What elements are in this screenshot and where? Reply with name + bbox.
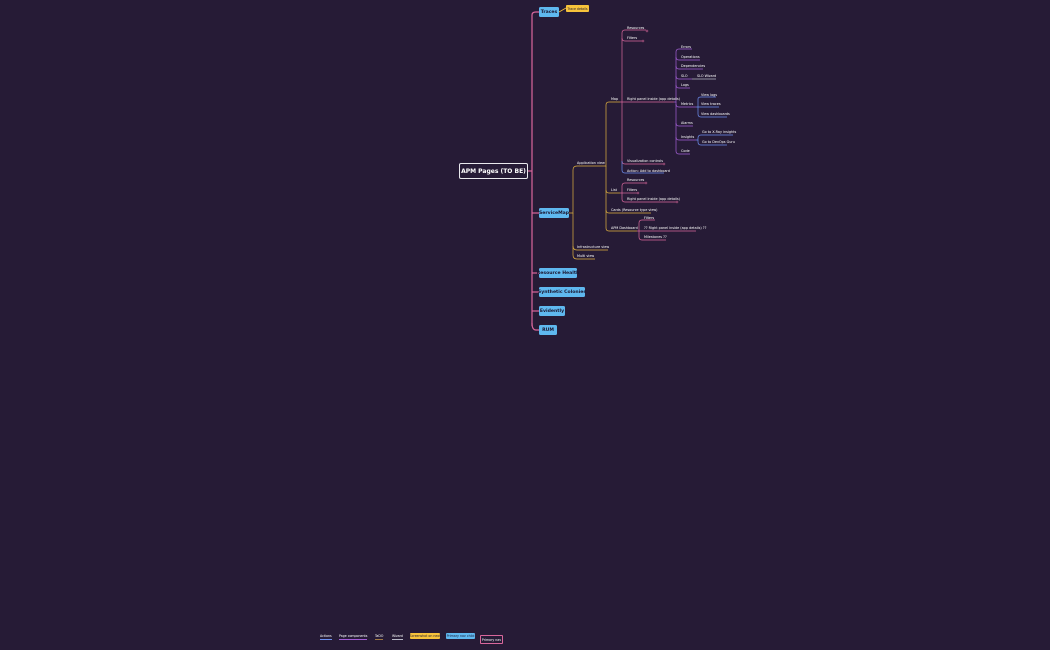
- node-errors[interactable]: Errors: [681, 45, 692, 49]
- connector-metrics-trunk: [696, 96, 716, 108]
- node-right-panel-map[interactable]: Right panel inside (app details): [627, 97, 681, 101]
- collapse-handle: [636, 191, 640, 195]
- node-map[interactable]: Map: [611, 97, 619, 101]
- node-filters-3[interactable]: Filters: [644, 216, 655, 220]
- node-right-panel-list[interactable]: Right panel inside (app details): [627, 197, 681, 201]
- legend-primary-nav-child: Primary nav child: [446, 633, 475, 639]
- connector-list-trunk: [620, 182, 645, 194]
- node-application-view[interactable]: Application view: [577, 161, 605, 165]
- node-evidently[interactable]: Evidently: [539, 306, 565, 316]
- legend-actions: Actions: [320, 634, 332, 640]
- connector-rp-trunk: [674, 48, 692, 103]
- node-code[interactable]: Code: [681, 149, 690, 153]
- node-go-xray[interactable]: Go to X-Ray insights: [702, 130, 737, 134]
- node-apm-dashboard[interactable]: APM Dashboard: [611, 226, 638, 230]
- connector-sm-trunk: [569, 165, 604, 214]
- connector-map-lower: [621, 102, 663, 165]
- node-multi-view[interactable]: Multi view: [577, 254, 595, 258]
- node-go-devops[interactable]: Go to DevOps Guru: [702, 140, 735, 144]
- node-cards[interactable]: Cards (Resource type view): [611, 208, 658, 212]
- node-metrics[interactable]: Metrics: [681, 102, 694, 106]
- node-insights[interactable]: Insights: [681, 135, 695, 139]
- collapse-handle: [644, 181, 648, 185]
- node-resource-health[interactable]: Resource Health: [537, 268, 579, 278]
- node-action-add-dashboard[interactable]: Action: Add to dashboard: [627, 169, 670, 173]
- collapse-handle: [662, 162, 666, 166]
- node-infrastructure-view[interactable]: Infrastructure view: [577, 245, 610, 249]
- root-node[interactable]: APM Pages (TO BE): [459, 163, 528, 179]
- node-alarms[interactable]: Alarms: [681, 121, 693, 125]
- connector-insights-trunk: [696, 134, 733, 141]
- connector-filters-1: [621, 37, 642, 42]
- node-rum[interactable]: RUM: [539, 325, 557, 335]
- node-trace-details[interactable]: Trace details: [566, 5, 589, 12]
- connector-view-dashboards: [697, 107, 727, 118]
- node-filters-1[interactable]: Filters: [627, 36, 638, 40]
- collapse-handle: [641, 39, 645, 43]
- node-list[interactable]: List: [611, 188, 617, 192]
- node-filters-2[interactable]: Filters: [627, 188, 638, 192]
- connector-rum: [531, 322, 539, 331]
- legend-primary-nav: Primary nav: [480, 635, 503, 644]
- node-right-panel-dash[interactable]: ?? Right panel inside (app details) ??: [644, 226, 707, 230]
- connector-traces: [531, 11, 539, 16]
- connector-app-trunk: [604, 101, 620, 167]
- node-view-traces[interactable]: View traces: [701, 102, 721, 106]
- collapse-handle: [645, 29, 649, 33]
- connector-slo: [675, 75, 692, 80]
- node-milestones[interactable]: Milestones ??: [644, 235, 667, 239]
- node-logs[interactable]: Logs: [681, 83, 689, 87]
- node-synthetic-colonies[interactable]: Synthetic Colonies: [538, 287, 586, 297]
- legend-todo: TaDO: [375, 634, 384, 640]
- legend-page-components: Page components: [339, 634, 368, 640]
- connector-apm: [605, 210, 637, 232]
- connector-trace-details: [558, 7, 567, 13]
- node-dependencies[interactable]: Dependencies: [681, 64, 706, 68]
- node-traces[interactable]: Traces: [539, 7, 559, 17]
- collapse-handle: [675, 200, 679, 204]
- legend-screenshot: Screenshot on next: [409, 633, 441, 639]
- connector-code: [675, 137, 690, 155]
- connector-apm-trunk: [637, 219, 655, 232]
- node-slo-wizard[interactable]: SLO Wizard: [697, 74, 717, 78]
- node-resources-1[interactable]: Resources: [627, 26, 645, 30]
- connector-map-trunk: [620, 29, 646, 103]
- connector-devops: [697, 140, 727, 146]
- connector-multi: [572, 246, 595, 260]
- node-visualization-controls[interactable]: Visualization controls: [627, 159, 664, 163]
- connector-milestones: [638, 231, 666, 241]
- connector-operations: [675, 56, 700, 61]
- legend-wizard: Wizard: [392, 634, 403, 640]
- connector-add-dash: [621, 161, 664, 174]
- node-view-logs[interactable]: View logs: [701, 93, 718, 97]
- connector-right-panel-list: [621, 193, 676, 203]
- node-operations[interactable]: Operations: [681, 55, 700, 59]
- node-servicemap[interactable]: ServiceMap: [539, 208, 569, 218]
- node-resources-2[interactable]: Resources: [627, 178, 645, 182]
- node-view-dashboards[interactable]: View dashboards: [701, 112, 730, 116]
- connector-dependencies: [675, 65, 703, 70]
- connector-logs: [675, 84, 690, 89]
- node-slo[interactable]: SLO: [681, 74, 688, 78]
